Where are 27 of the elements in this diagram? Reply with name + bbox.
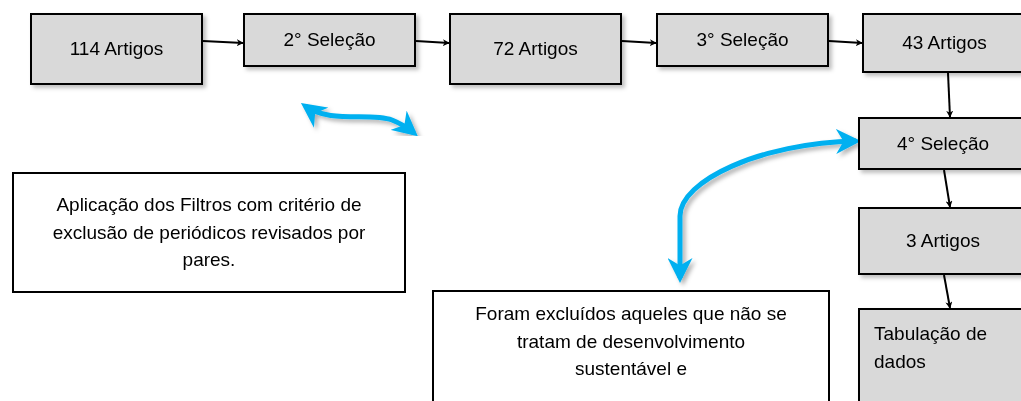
box-text: Foram excluídos aqueles que não se tratam de desenvolvimento sustentável e	[474, 302, 788, 382]
arrow	[943, 274, 953, 309]
arrow	[946, 72, 954, 118]
arrow	[621, 39, 657, 47]
note-box	[12, 172, 406, 293]
process-box	[243, 13, 416, 67]
process-box	[449, 13, 622, 85]
box-text: Tabulação de dados	[874, 322, 989, 374]
box-text: 43 Artigos	[902, 31, 987, 56]
arrow	[202, 39, 244, 47]
process-box	[858, 207, 1021, 275]
process-box	[30, 13, 203, 85]
arrow	[415, 39, 450, 47]
box-text: 3° Seleção	[696, 28, 789, 53]
box-text: 4° Seleção	[896, 131, 990, 156]
box-text: 114 Artigos	[69, 37, 164, 62]
arrow	[943, 169, 953, 208]
box-text: Aplicação dos Filtros com critério de exclusão de periódicos revisados por pares.	[51, 193, 367, 273]
box-text: 2° Seleção	[283, 28, 376, 53]
process-box	[858, 117, 1021, 170]
note-box	[432, 290, 830, 401]
process-box	[862, 13, 1021, 73]
process-box	[858, 308, 1021, 401]
arrow	[828, 39, 863, 47]
box-text: 3 Artigos	[906, 229, 980, 254]
process-box	[656, 13, 829, 67]
box-text: 72 Artigos	[493, 37, 578, 62]
